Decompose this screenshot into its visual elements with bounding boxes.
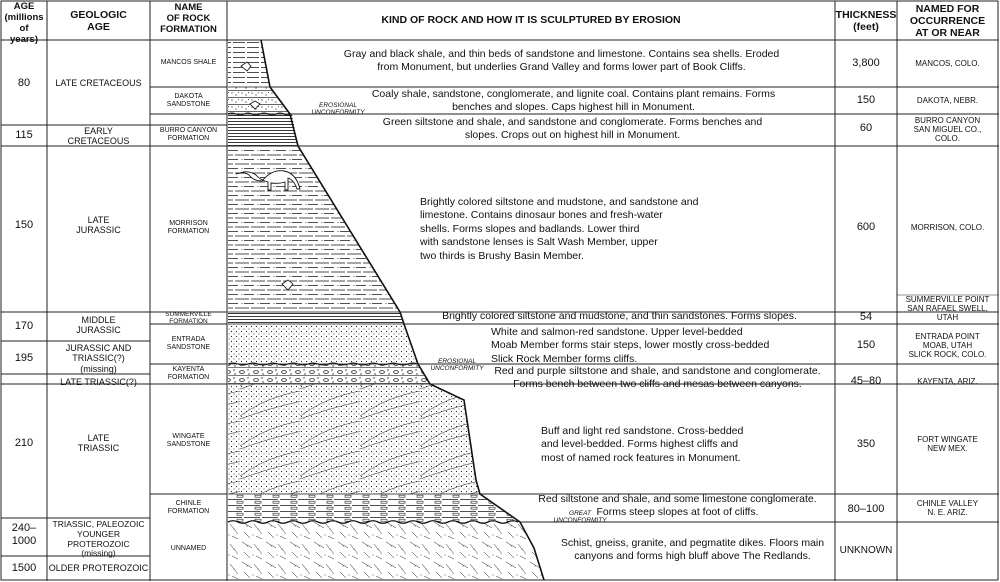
geologic-age-label: TRIASSIC, PALEOZOIC YOUNGER PROTEROZOIC … [47, 520, 150, 559]
formation-name: UNNAMED [150, 545, 227, 553]
formation-description: Buff and light red sandstone. Cross-bedd… [541, 425, 831, 465]
thickness-value: 54 [835, 311, 897, 324]
unconformity-label: EROSIONAL UNCONFORMITY [424, 358, 490, 372]
age-label: 115 [1, 129, 47, 142]
thickness-value: 350 [835, 438, 897, 451]
age-label: 170 [1, 320, 47, 333]
age-label: 240– 1000 [1, 522, 47, 547]
burro-canyon-band [228, 114, 298, 146]
unconformity-label: EROSIONAL UNCONFORMITY [298, 102, 378, 116]
kayenta-band [228, 364, 430, 384]
formation-name: MANCOS SHALE [150, 59, 227, 67]
age-label: 80 [1, 77, 47, 90]
named-for-location: BURRO CANYON SAN MIGUEL CO., COLO. [897, 116, 998, 144]
header-named-for: NAMED FOR OCCURRENCE AT OR NEAR [897, 3, 998, 39]
named-for-location: MORRISON, COLO. [897, 223, 998, 232]
formation-name: KAYENTA FORMATION [150, 366, 227, 382]
named-for-location: KAYENTA, ARIZ. [897, 377, 998, 386]
age-label: 150 [1, 219, 47, 232]
formation-name: SUMMERVILLE FORMATION [150, 311, 227, 326]
thickness-value: UNKNOWN [835, 545, 897, 557]
formation-description: Brightly colored siltstone and mudstone,… [420, 196, 800, 263]
formation-name: DAKOTA SANDSTONE [150, 93, 227, 109]
geologic-age-label: LATE TRIASSIC [47, 433, 150, 454]
basement-band [228, 522, 544, 580]
named-for-location: SUMMERVILLE POINT SAN RAFAEL SWELL, UTAH [897, 295, 998, 323]
unconformity-label: GREAT UNCONFORMITY [548, 510, 612, 524]
formation-name: CHINLE FORMATION [150, 500, 227, 516]
named-for-location: CHINLE VALLEY N. E. ARIZ. [897, 499, 998, 517]
formation-description: Gray and black shale, and thin beds of s… [288, 48, 835, 75]
named-for-location: MANCOS, COLO. [897, 59, 998, 68]
formation-name: BURRO CANYON FORMATION [150, 127, 227, 143]
formation-name: MORRISON FORMATION [150, 220, 227, 236]
thickness-value: 60 [835, 122, 897, 135]
formation-name: WINGATE SANDSTONE [150, 433, 227, 449]
geologic-age-label: LATE CRETACEOUS [47, 78, 150, 88]
header-thickness: THICKNESS (feet) [835, 9, 897, 33]
age-label: 195 [1, 352, 47, 365]
named-for-location: ENTRADA POINT MOAB, UTAH SLICK ROCK, COL… [897, 332, 998, 360]
named-for-location: DAKOTA, NEBR. [897, 96, 998, 105]
formation-description: Green siltstone and shale, and sandstone… [310, 116, 835, 143]
chinle-band [228, 494, 520, 522]
geologic-age-label: JURASSIC AND TRIASSIC(?) (missing) [47, 343, 150, 374]
thickness-value: 3,800 [835, 57, 897, 70]
geologic-age-label: MIDDLE JURASSIC [47, 315, 150, 336]
header-formation: NAME OF ROCK FORMATION [150, 3, 227, 36]
age-label: 210 [1, 437, 47, 450]
formation-description: Red and purple siltstone and shale, and … [480, 365, 835, 392]
named-for-location: FORT WINGATE NEW MEX. [897, 435, 998, 453]
thickness-value: 600 [835, 221, 897, 234]
formation-description: Coaly shale, sandstone, conglomerate, an… [312, 88, 835, 115]
formation-name: ENTRADA SANDSTONE [150, 336, 227, 352]
thickness-value: 150 [835, 94, 897, 107]
thickness-value: 150 [835, 339, 897, 352]
formation-description: Brightly colored siltstone and mudstone,… [404, 310, 835, 323]
geologic-age-label: EARLY CRETACEOUS [47, 126, 150, 147]
age-label: 1500 [1, 562, 47, 575]
summerville-band [228, 312, 404, 324]
wingate-sandstone-band [228, 384, 480, 494]
geologic-age-label: LATE TRIASSIC(?) [47, 377, 150, 387]
formation-description: Schist, gneiss, granite, and pegmatite d… [550, 537, 835, 564]
geologic-age-label: LATE JURASSIC [47, 215, 150, 236]
thickness-value: 45–80 [835, 375, 897, 388]
header-geologic-age: GEOLOGIC AGE [47, 9, 150, 33]
entrada-sandstone-band [228, 324, 418, 364]
thickness-value: 80–100 [835, 503, 897, 516]
formation-description: White and salmon-red sandstone. Upper le… [491, 326, 831, 366]
geologic-age-label: OLDER PROTEROZOIC [47, 563, 150, 573]
header-kind-of-rock: KIND OF ROCK AND HOW IT IS SCULPTURED BY… [227, 14, 835, 26]
header-age: AGE (millions of years) [1, 2, 47, 46]
